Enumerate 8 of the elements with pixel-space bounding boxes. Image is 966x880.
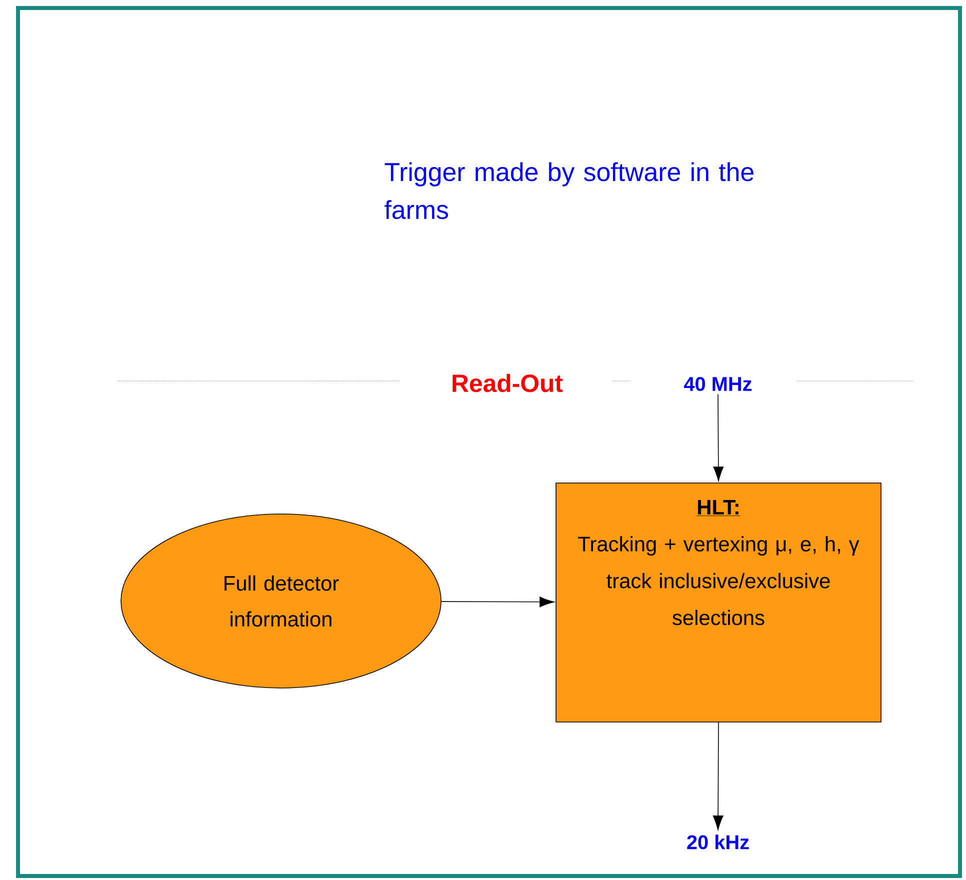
arrow [712, 722, 724, 830]
note-text: Trigger made by software in the farms [384, 162, 754, 220]
arrow [713, 394, 724, 482]
section-label: Read-Out [452, 374, 563, 392]
rate-label: 20 kHz [687, 834, 749, 850]
hlt-box: HLT: Tracking + vertexing μ, e, h, γ track inclusive/exclusive selections [556, 482, 882, 722]
rate-label: 40 MHz [684, 376, 752, 392]
arrow [441, 596, 554, 608]
